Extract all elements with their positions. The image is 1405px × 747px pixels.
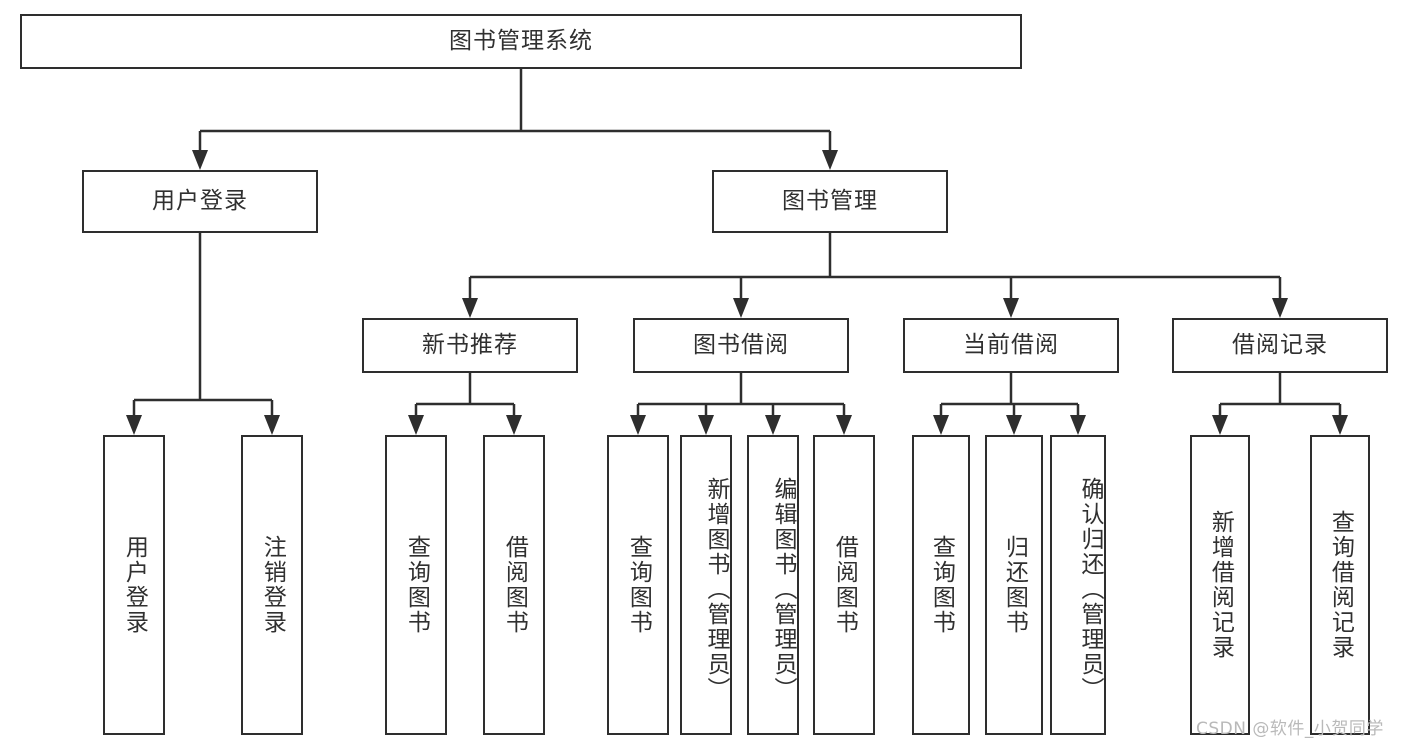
arrow-head: [506, 415, 522, 435]
leaf-node: 查询图书: [385, 435, 447, 735]
node-label: 图书管理: [782, 187, 878, 214]
node-label: 新增图书（管理员）: [703, 476, 729, 702]
arrow-head: [822, 150, 838, 170]
root-node: 图书管理系统: [20, 14, 1022, 69]
arrow-head: [1003, 298, 1019, 318]
arrow-head: [126, 415, 142, 435]
arrow-head: [1272, 298, 1288, 318]
node-label: 查询图书: [928, 535, 955, 635]
node-label: 新增借阅记录: [1207, 510, 1234, 660]
level3-node: 借阅记录: [1172, 318, 1388, 373]
arrow-head: [1006, 415, 1022, 435]
arrow-head: [733, 298, 749, 318]
node-label: 用户登录: [121, 535, 148, 635]
arrow-head: [765, 415, 781, 435]
arrow-head: [408, 415, 424, 435]
arrow-head: [1332, 415, 1348, 435]
node-label: 编辑图书（管理员）: [770, 476, 796, 702]
arrow-head: [1212, 415, 1228, 435]
leaf-node: 借阅图书: [483, 435, 545, 735]
node-label: 新书推荐: [422, 331, 518, 358]
arrow-head: [630, 415, 646, 435]
level3-node: 当前借阅: [903, 318, 1119, 373]
node-label: 注销登录: [259, 535, 286, 635]
leaf-node: 查询借阅记录: [1310, 435, 1370, 735]
node-label: 用户登录: [152, 187, 248, 214]
arrow-head: [462, 298, 478, 318]
arrow-head: [698, 415, 714, 435]
arrow-head: [192, 150, 208, 170]
node-label: 查询图书: [625, 535, 652, 635]
leaf-node: 查询图书: [912, 435, 970, 735]
level2-node: 图书管理: [712, 170, 948, 233]
leaf-node: 新增借阅记录: [1190, 435, 1250, 735]
leaf-node: 查询图书: [607, 435, 669, 735]
node-label: 借阅图书: [831, 535, 858, 635]
leaf-node: 用户登录: [103, 435, 165, 735]
leaf-node: 借阅图书: [813, 435, 875, 735]
node-label: 借阅图书: [501, 535, 528, 635]
arrow-head: [933, 415, 949, 435]
level2-node: 用户登录: [82, 170, 318, 233]
leaf-node: 确认归还（管理员）: [1050, 435, 1106, 735]
leaf-node: 编辑图书（管理员）: [747, 435, 799, 735]
node-label: 图书管理系统: [449, 27, 593, 54]
csdn-watermark: CSDN @软件_小贺同学: [1196, 719, 1384, 739]
level3-node: 新书推荐: [362, 318, 578, 373]
node-label: 借阅记录: [1232, 331, 1328, 358]
node-label: 确认归还（管理员）: [1077, 476, 1103, 702]
leaf-node: 注销登录: [241, 435, 303, 735]
arrow-head: [1070, 415, 1086, 435]
arrow-head: [836, 415, 852, 435]
node-label: 当前借阅: [963, 331, 1059, 358]
node-label: 图书借阅: [693, 331, 789, 358]
level3-node: 图书借阅: [633, 318, 849, 373]
arrow-head: [264, 415, 280, 435]
node-label: 查询图书: [403, 535, 430, 635]
node-label: 查询借阅记录: [1327, 510, 1354, 660]
node-label: 归还图书: [1001, 535, 1028, 635]
leaf-node: 新增图书（管理员）: [680, 435, 732, 735]
leaf-node: 归还图书: [985, 435, 1043, 735]
